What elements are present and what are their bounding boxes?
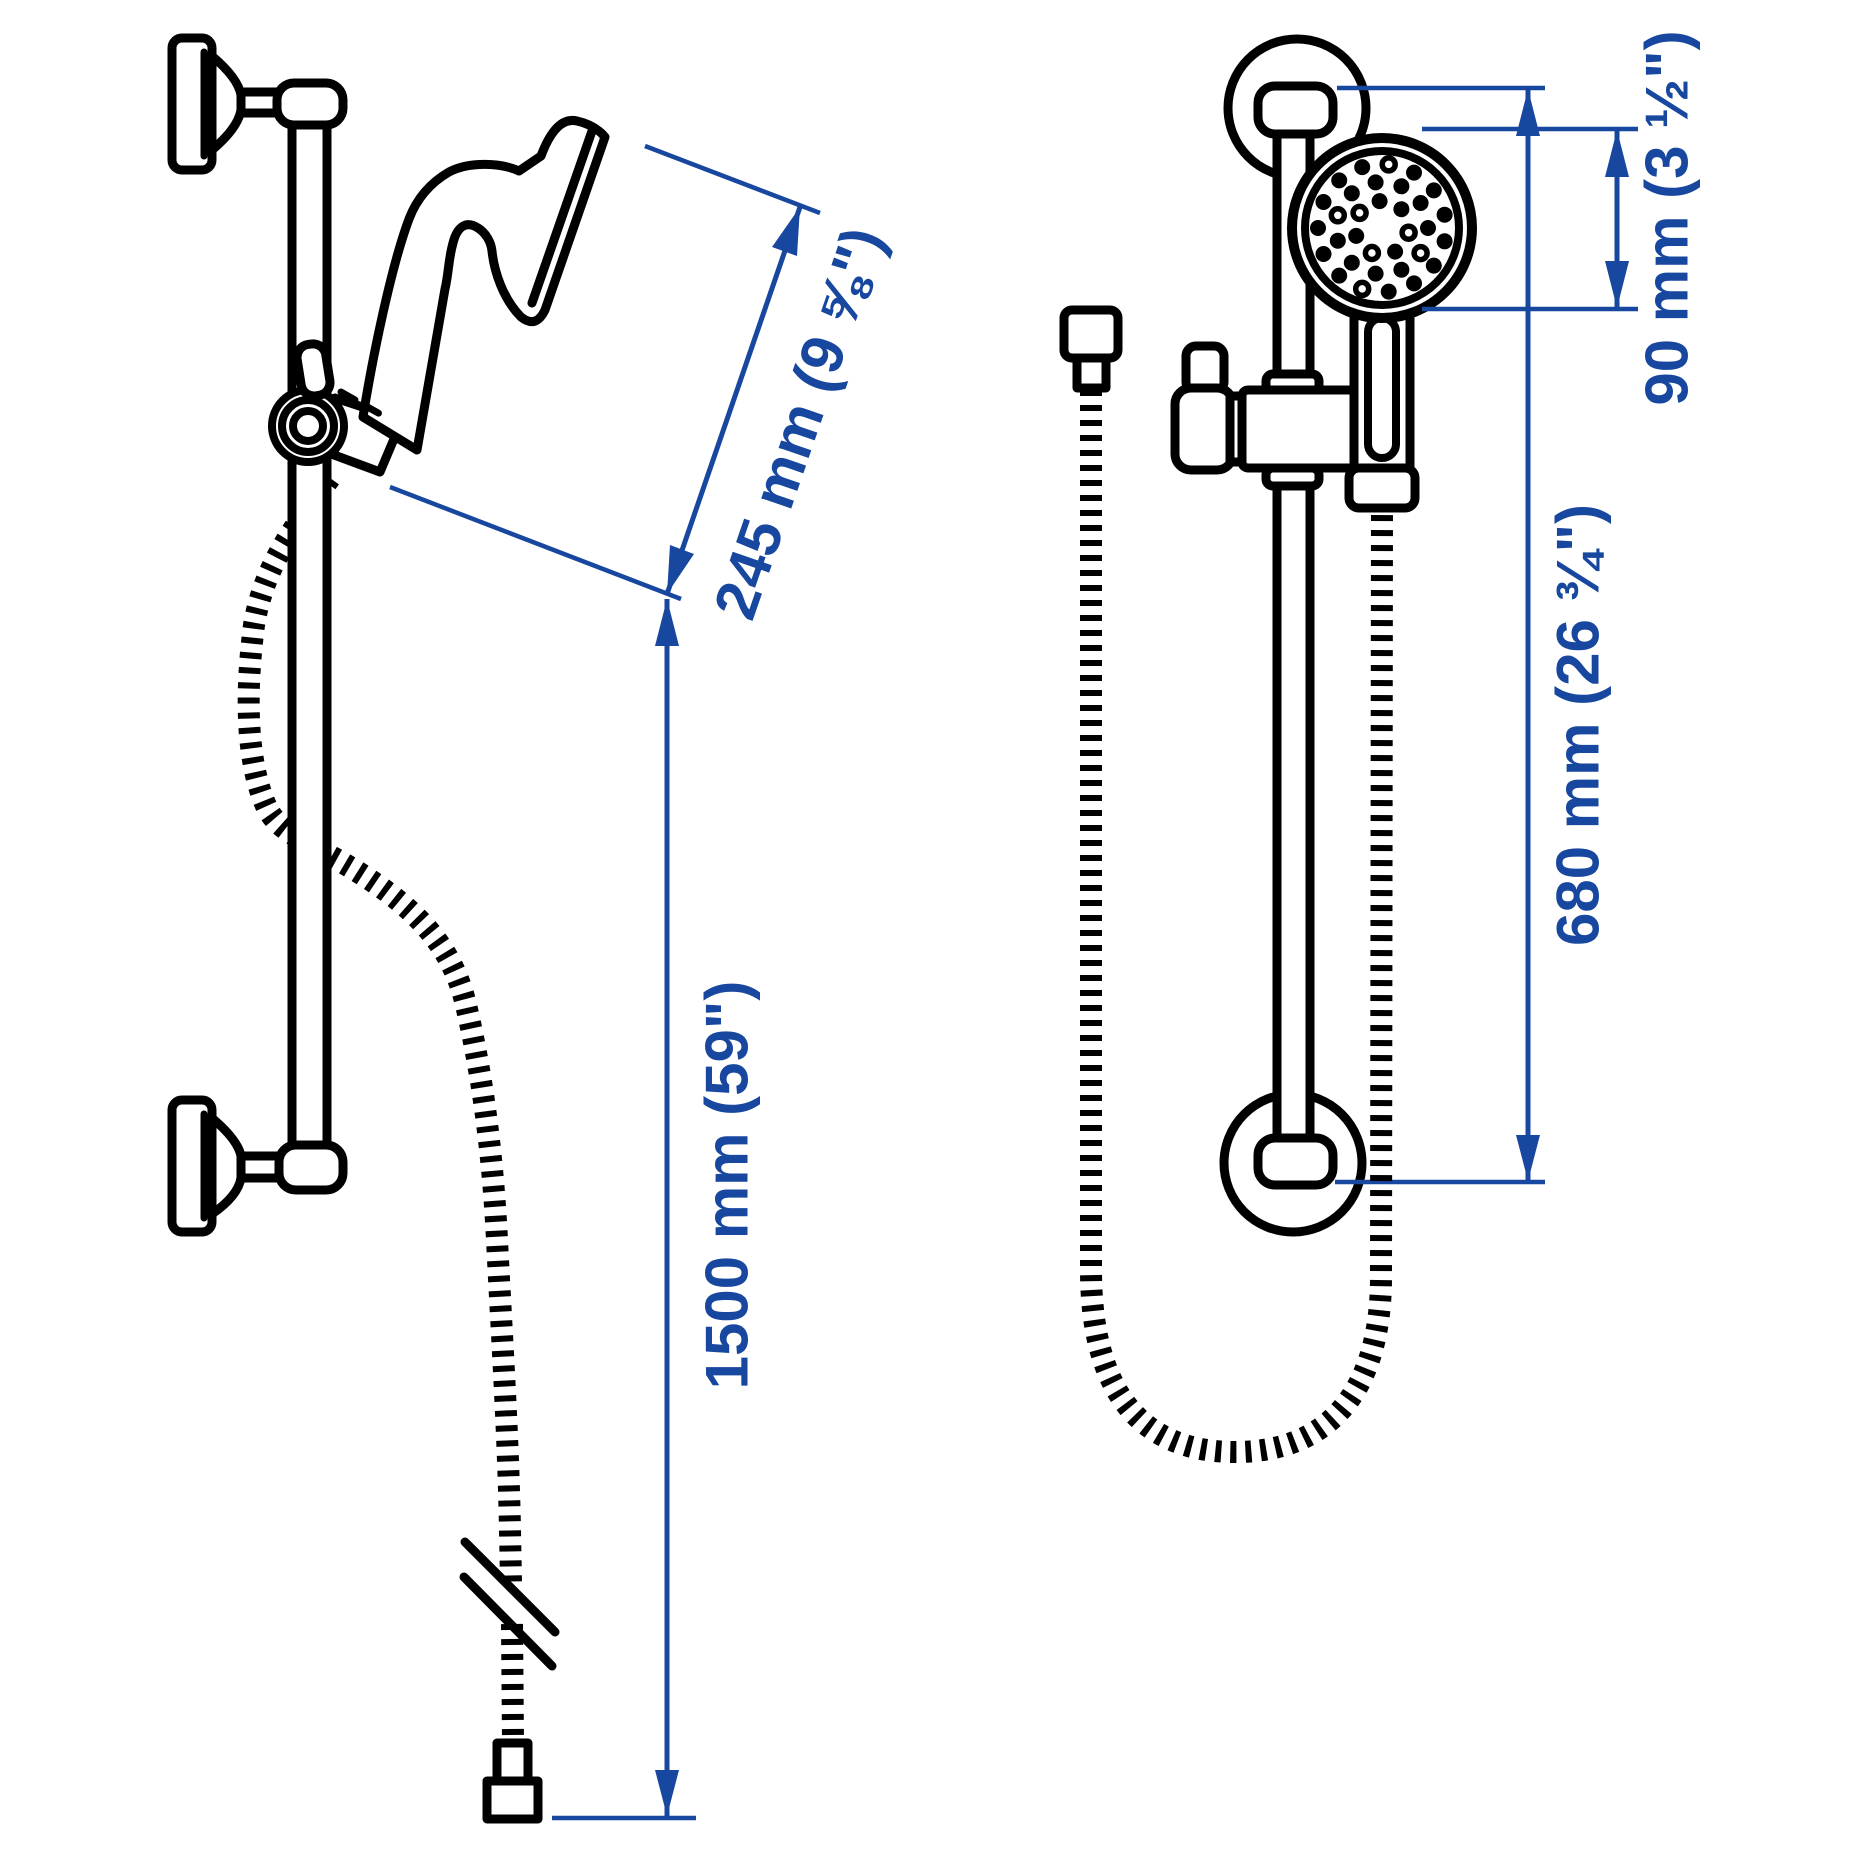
spray-nozzles bbox=[1310, 155, 1453, 300]
shower-hose-front bbox=[1080, 390, 1393, 1464]
spray-face-line bbox=[527, 126, 597, 308]
hose-break-symbol bbox=[459, 1537, 560, 1671]
wall-bracket-top bbox=[167, 33, 348, 175]
dimension-hose-length: 1500 mm (59") bbox=[552, 599, 761, 1821]
front-view-drawing bbox=[1059, 34, 1371, 1237]
shower-hose-side-lower bbox=[501, 1623, 524, 1742]
holder-hidden-edge bbox=[337, 388, 384, 418]
hose-connector-front bbox=[1059, 305, 1123, 393]
holder-lock-lever bbox=[292, 339, 335, 401]
shower-rail-side bbox=[287, 113, 332, 1155]
label-hose-length: 1500 mm (59") bbox=[694, 981, 761, 1390]
hose-connector-side bbox=[482, 1738, 543, 1824]
dimension-rail-length: 680 mm (26 ¾") bbox=[1337, 85, 1612, 1181]
label-rail-length: 680 mm (26 ¾") bbox=[1545, 504, 1612, 946]
side-view-drawing bbox=[167, 33, 610, 1824]
handle-collar bbox=[1344, 463, 1420, 513]
label-head-diameter: 90 mm (3 ½") bbox=[1634, 30, 1701, 405]
label-hand-shower-length: 245 mm (9 ⅝") bbox=[701, 219, 897, 627]
hand-shower-side bbox=[337, 115, 610, 455]
hand-shower-holder-front bbox=[1170, 341, 1363, 491]
dimension-head-diameter: 90 mm (3 ½") bbox=[1422, 30, 1701, 406]
hand-shower-front bbox=[1287, 133, 1477, 513]
dimension-annotations: 245 mm (9 ⅝") 1500 mm (59") 680 mm (26 ¾… bbox=[389, 30, 1701, 1821]
handle-slot bbox=[1364, 314, 1400, 462]
shower-hose-side bbox=[237, 471, 522, 1583]
wall-bracket-bottom bbox=[167, 1095, 348, 1237]
